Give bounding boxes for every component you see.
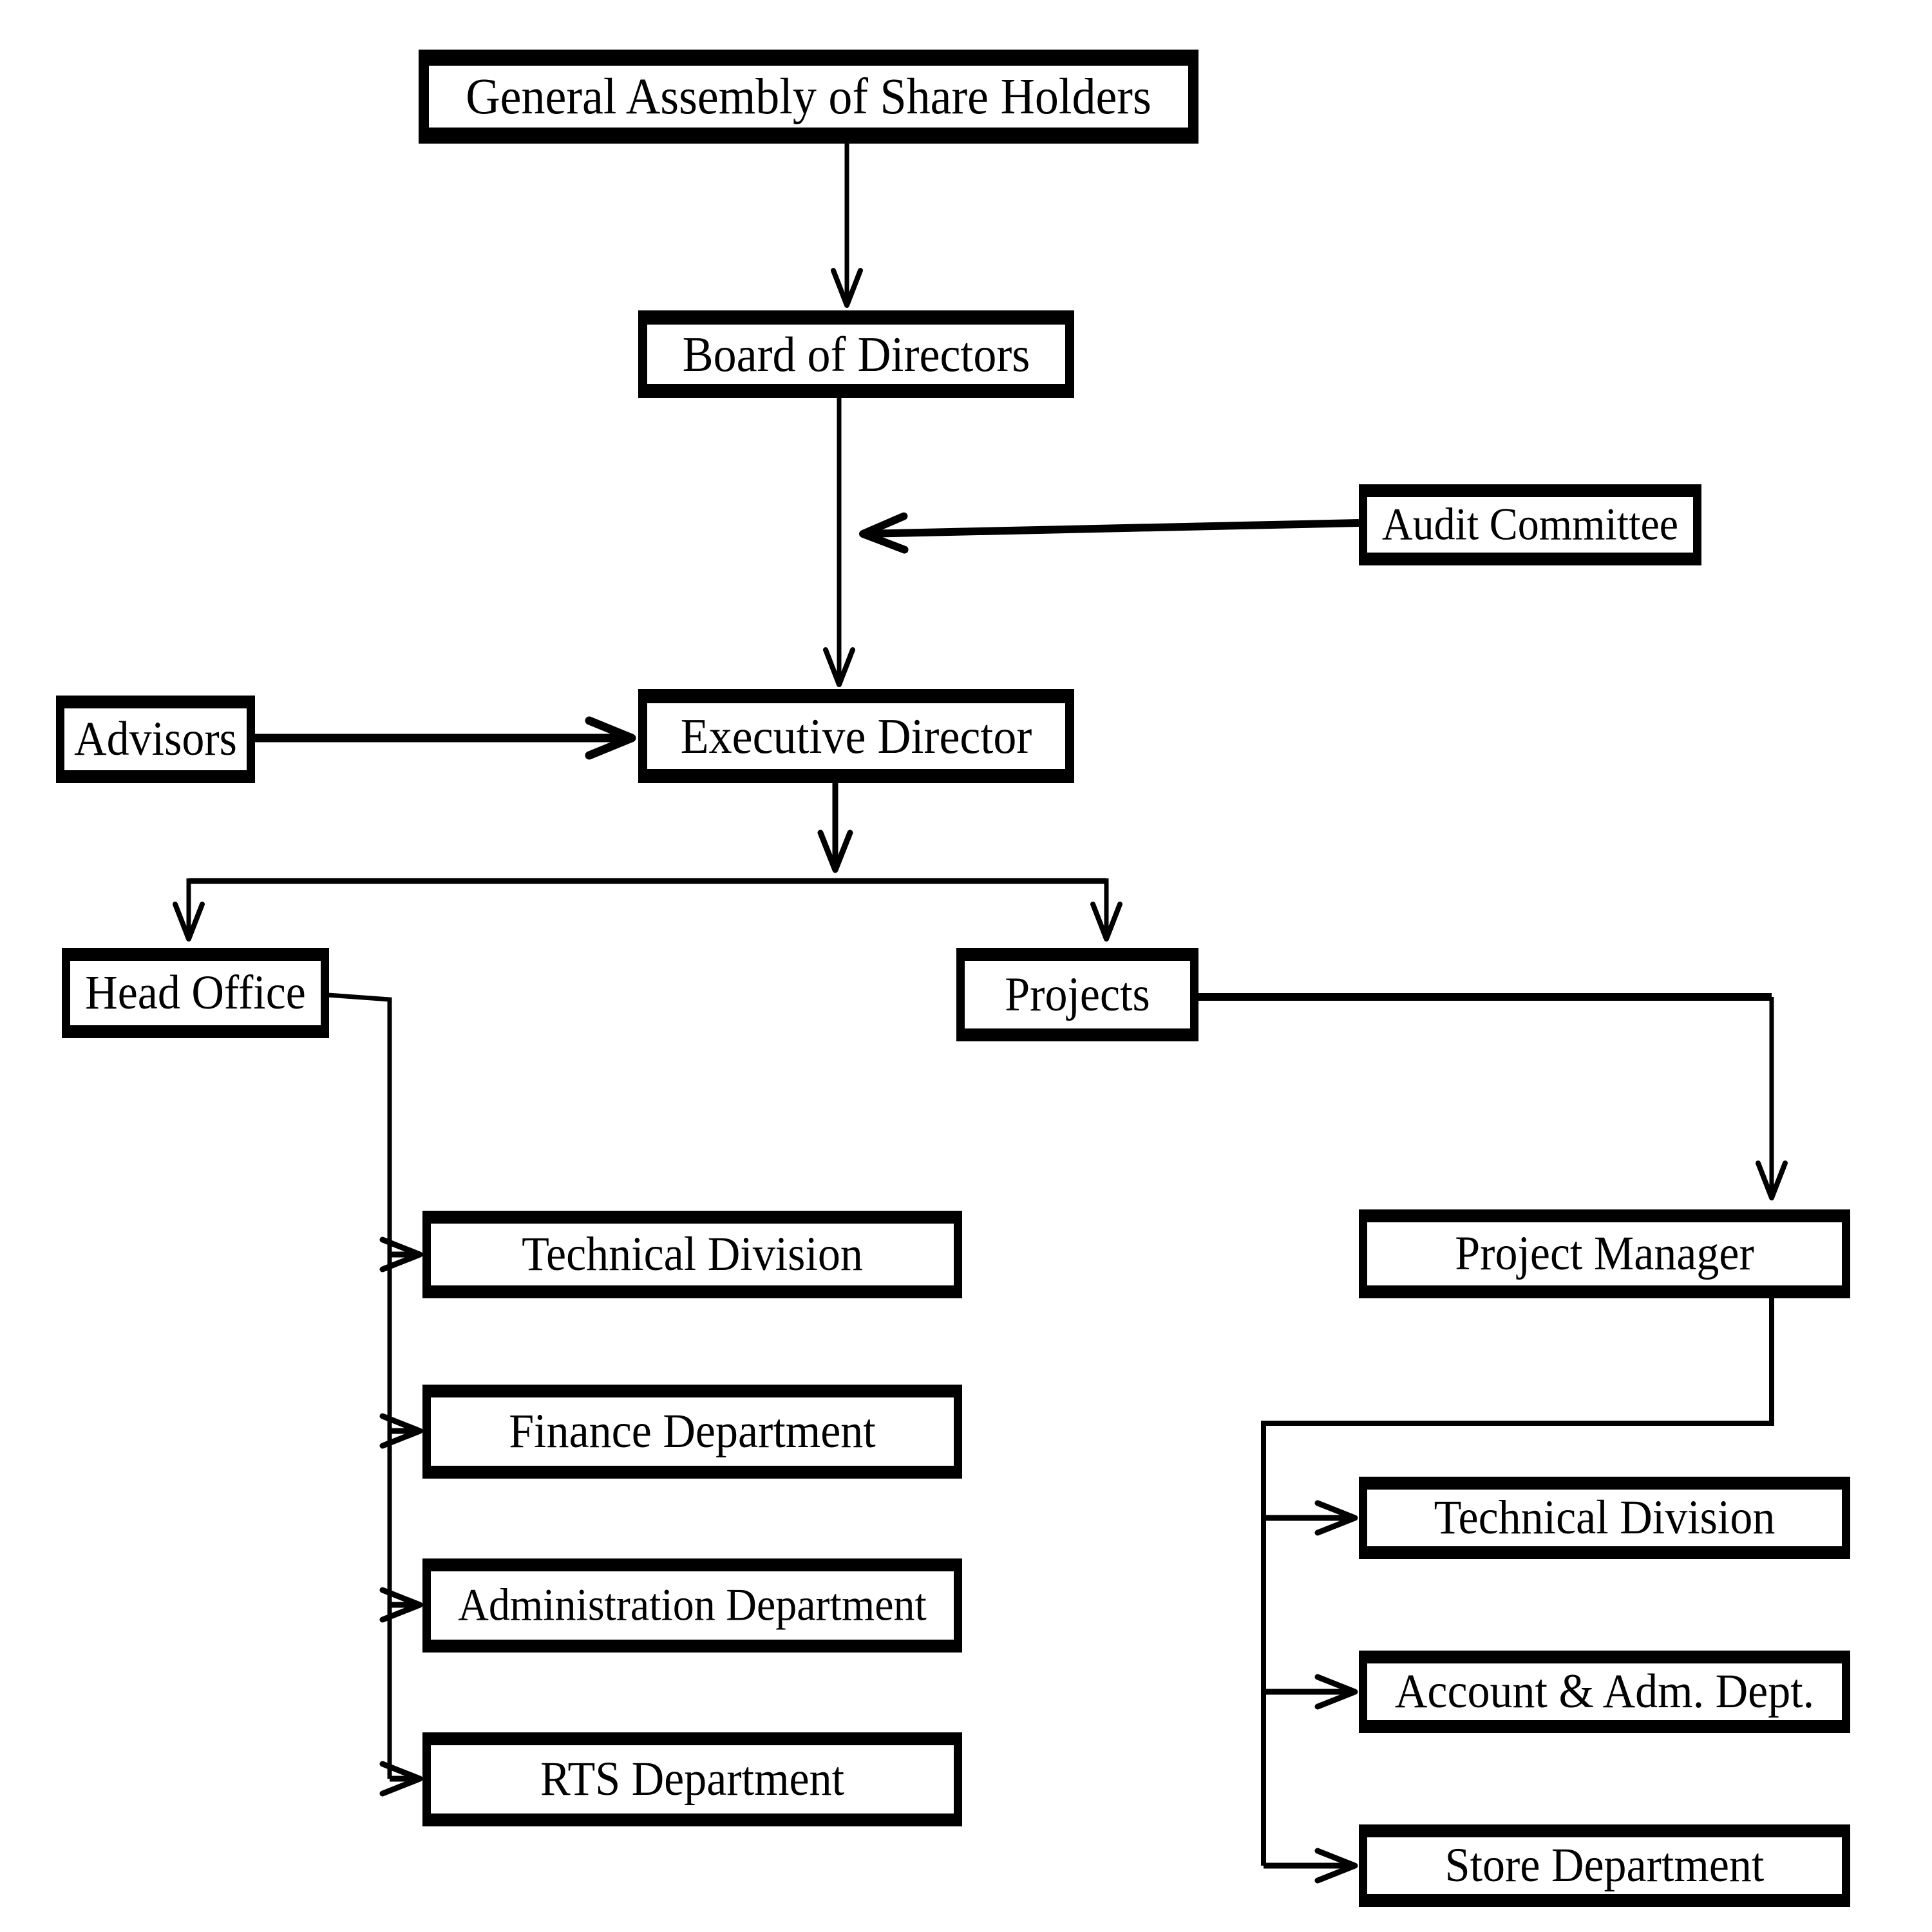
arrowhead-bus-to-administration-dept <box>379 1587 423 1623</box>
connector-audit-committee-to-spine <box>862 519 1359 538</box>
node-finance-department: Finance Department <box>422 1385 962 1479</box>
node-label: Project Manager <box>1455 1226 1754 1281</box>
node-label: General Assembly of Share Holders <box>466 68 1151 126</box>
node-label: Board of Directors <box>682 326 1030 383</box>
arrowhead-bus-to-technical-division-ho <box>379 1236 423 1273</box>
node-label: Advisors <box>74 712 237 766</box>
connector-project-manager-bus <box>1261 1298 1774 1866</box>
arrowhead-board-to-executive-director <box>823 647 855 687</box>
node-audit-committee: Audit Committee <box>1359 484 1701 565</box>
node-account-adm-dept: Account & Adm. Dept. <box>1359 1651 1850 1733</box>
node-label: Head Office <box>85 965 306 1020</box>
node-label: Account & Adm. Dept. <box>1394 1664 1815 1719</box>
arrowhead-bus-to-store-department <box>1314 1848 1358 1884</box>
arrowhead-executive-director-down <box>817 829 853 873</box>
node-label: Projects <box>1005 967 1150 1021</box>
arrowhead-audit-committee-to-spine <box>859 512 909 554</box>
arrowhead-splitter-to-head-office <box>173 902 205 942</box>
node-board-of-directors: Board of Directors <box>638 310 1074 398</box>
node-advisors: Advisors <box>56 696 255 783</box>
node-head-office: Head Office <box>62 948 329 1038</box>
node-project-manager: Project Manager <box>1359 1209 1850 1298</box>
node-label: Technical Division <box>522 1227 863 1282</box>
node-projects: Projects <box>956 948 1198 1041</box>
node-label: Finance Department <box>509 1404 876 1459</box>
node-administration-department: Administration Department <box>422 1558 962 1653</box>
connector-head-office-bus <box>327 992 392 1779</box>
arrowhead-splitter-to-projects <box>1090 902 1122 942</box>
arrowhead-drop-to-project-manager <box>1756 1160 1788 1200</box>
node-label: Administration Department <box>458 1580 927 1631</box>
arrowhead-bus-to-technical-division-pm <box>1314 1500 1358 1536</box>
node-technical-division-head-office: Technical Division <box>422 1211 962 1298</box>
node-label: Technical Division <box>1434 1490 1776 1545</box>
node-technical-division-projects: Technical Division <box>1359 1477 1850 1559</box>
arrowhead-bus-to-account-adm-dept <box>1314 1674 1358 1710</box>
node-store-department: Store Department <box>1359 1824 1850 1907</box>
node-label: Audit Committee <box>1381 499 1679 550</box>
arrowhead-bus-to-rts-department <box>379 1761 423 1797</box>
node-label: RTS Department <box>540 1752 845 1806</box>
arrowhead-advisors-to-executive-director <box>585 716 636 760</box>
node-label: Store Department <box>1444 1838 1765 1893</box>
arrowhead-bus-to-finance-department <box>379 1413 423 1449</box>
node-label: Executive Director <box>680 708 1032 764</box>
node-executive-director: Executive Director <box>638 689 1074 783</box>
arrowhead-general-assembly-to-board <box>831 268 863 308</box>
node-general-assembly: General Assembly of Share Holders <box>419 50 1198 144</box>
node-rts-department: RTS Department <box>422 1732 962 1826</box>
